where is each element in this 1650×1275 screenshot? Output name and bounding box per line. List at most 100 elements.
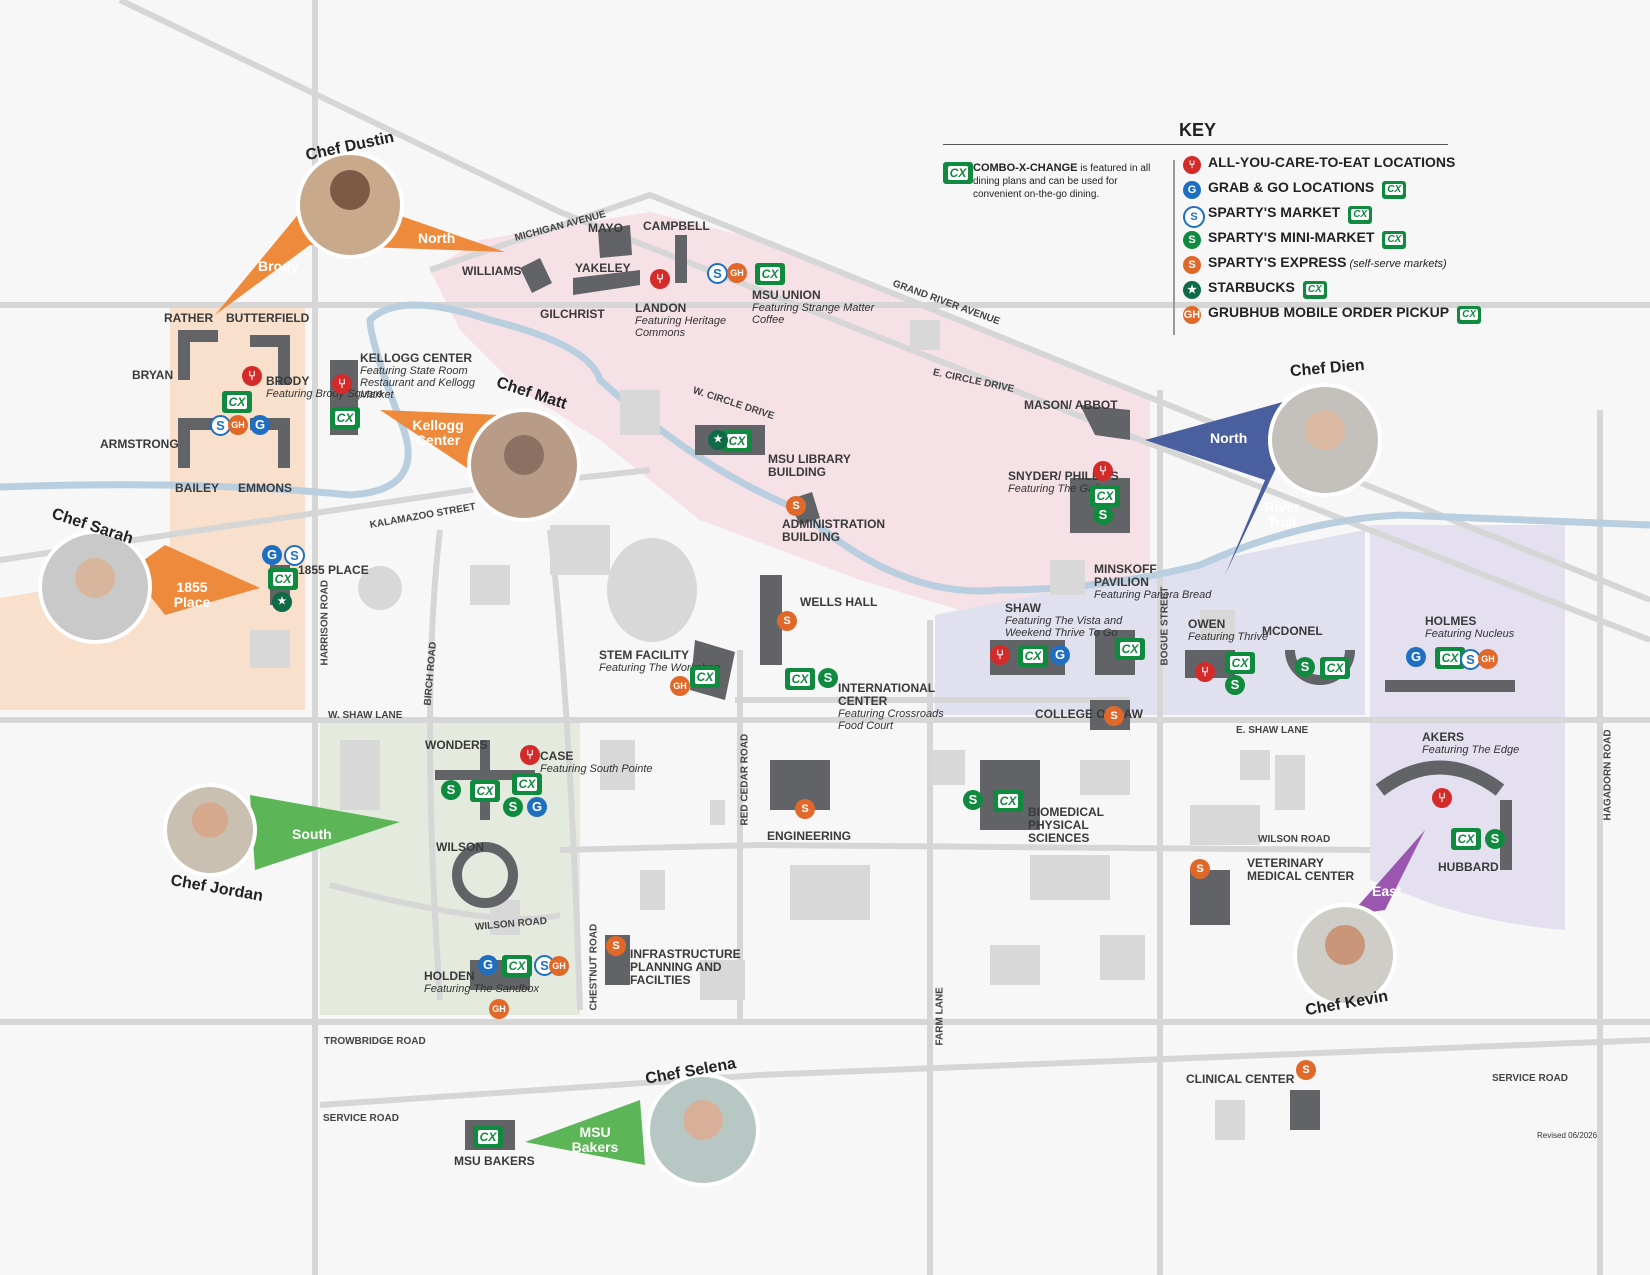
grubhub-icon: GH xyxy=(670,676,690,696)
road-label: BOGUE STREET xyxy=(1159,586,1171,666)
building-name: RATHER xyxy=(164,311,214,325)
building-place1855: 1855 PLACE xyxy=(298,564,369,577)
building-name: CLINICAL CENTER xyxy=(1186,1072,1295,1086)
starbucks-icon: ★ xyxy=(708,430,728,450)
spartys-express-icon: S xyxy=(1183,256,1201,274)
building-name: VETERINARY MEDICAL CENTER xyxy=(1247,856,1355,883)
building-name: BUTTERFIELD xyxy=(226,311,310,325)
combo-x-change-icon: CX xyxy=(222,391,252,413)
grubhub-icon: GH xyxy=(1478,649,1498,669)
road-label: WILSON ROAD xyxy=(1258,834,1331,845)
combo-x-change-note: COMBO-X-CHANGE is featured in all dining… xyxy=(973,162,1151,200)
chef-area-label: Brody xyxy=(258,258,299,274)
building-butterfield: BUTTERFIELD xyxy=(226,312,309,325)
building-armstrong: ARMSTRONG xyxy=(100,438,179,451)
spartys-express-icon: S xyxy=(795,799,815,819)
building-name: 1855 PLACE xyxy=(298,563,369,577)
chef-area-label: River Trail xyxy=(1264,499,1300,530)
spartys-market-icon: S xyxy=(707,263,728,284)
building-rather: RATHER xyxy=(164,312,213,325)
east-zone xyxy=(1370,525,1565,930)
building-biomedical: BIOMEDICAL PHYSICAL SCIENCES xyxy=(1028,806,1148,845)
combo-x-change-icon: CX xyxy=(1090,485,1120,507)
spartys-mini-market-icon: S xyxy=(1485,829,1505,849)
building-name: BRYAN xyxy=(132,368,174,382)
building-campbell: CAMPBELL xyxy=(643,220,710,233)
building-name: HUBBARD xyxy=(1438,860,1499,874)
building-name: BRODY xyxy=(266,374,310,388)
building-name: MASON/ ABBOT xyxy=(1024,398,1118,412)
fork-knife-icon: ⑂ xyxy=(650,269,670,289)
grab-go-icon: G xyxy=(262,545,282,565)
road-label: FARM LANE xyxy=(934,987,946,1046)
spartys-mini-market-icon: S xyxy=(1093,505,1113,525)
building-bryan: BRYAN xyxy=(132,369,173,382)
combo-x-change-icon: CX xyxy=(1435,647,1465,669)
building-feature: Featuring Nucleus xyxy=(1425,628,1515,640)
building-feature: Featuring The Edge xyxy=(1422,744,1520,756)
spartys-mini-market-icon: S xyxy=(963,790,983,810)
building-name: MCDONEL xyxy=(1262,624,1323,638)
building-name: WILLIAMS xyxy=(462,264,522,278)
chef-area-label: Kellogg Center xyxy=(412,417,464,448)
building-feature: Featuring Panera Bread xyxy=(1094,589,1212,601)
building-yakeley: YAKELEY xyxy=(575,262,631,275)
grubhub-icon: GH xyxy=(727,263,747,283)
building-name: GILCHRIST xyxy=(540,307,605,321)
grab-go-icon: G xyxy=(1406,647,1426,667)
grab-go-icon: G xyxy=(250,415,270,435)
grubhub-icon: GH xyxy=(489,999,509,1019)
road-label: SERVICE ROAD xyxy=(1492,1073,1568,1084)
building-name: HOLDEN xyxy=(424,969,475,983)
building-name: EMMONS xyxy=(238,481,292,495)
building-name: MINSKOFF PAVILION xyxy=(1094,562,1157,589)
fork-knife-icon: ⑂ xyxy=(332,374,352,394)
fork-knife-icon: ⑂ xyxy=(1195,662,1215,682)
red-cedar-river xyxy=(0,301,1650,595)
spartys-express-icon: S xyxy=(777,611,797,631)
building-feature: Featuring Crossroads Food Court xyxy=(838,708,944,732)
fork-knife-icon: ⑂ xyxy=(1093,461,1113,481)
key-item-label: SPARTY'S EXPRESS (self-serve markets) xyxy=(1208,254,1447,270)
building-feature: Featuring The Sandbox xyxy=(424,983,539,995)
combo-x-change-icon: CX xyxy=(1320,657,1350,679)
combo-x-change-icon: CX xyxy=(473,1126,503,1148)
key-divider xyxy=(943,144,1448,145)
building-law: COLLEGE OF LAW xyxy=(1035,708,1143,721)
building-name: OWEN xyxy=(1188,617,1226,631)
combo-x-change-icon: CX xyxy=(993,790,1023,812)
combo-x-change-icon: CX xyxy=(785,668,815,690)
combo-x-change-icon: CX xyxy=(755,263,785,285)
combo-x-change-icon: CX xyxy=(690,666,720,688)
chef-area-label: MSU Bakers xyxy=(571,1124,619,1155)
combo-x-change-icon: CX xyxy=(1302,281,1327,299)
building-feature: Featuring Strange Matter Coffee xyxy=(752,302,875,326)
building-gilchrist: GILCHRIST xyxy=(540,308,605,321)
building-name: INTERNATIONAL CENTER xyxy=(838,681,935,708)
building-infra: INFRASTRUCTURE PLANNING AND FACILTIES xyxy=(630,948,750,987)
building-name: WONDERS xyxy=(425,738,488,752)
building-admin: ADMINISTRATION BUILDING xyxy=(782,518,902,544)
building-name: SHAW xyxy=(1005,601,1041,615)
road-label: HARRISON ROAD xyxy=(319,579,331,666)
building-name: ARMSTRONG xyxy=(100,437,179,451)
building-name: AKERS xyxy=(1422,730,1465,744)
key-title: KEY xyxy=(1179,120,1217,140)
chef-area-label: South xyxy=(292,826,332,842)
building-name: CASE xyxy=(540,749,574,763)
spartys-mini-market-icon: S xyxy=(1183,231,1201,249)
road-label: HAGADORN ROAD xyxy=(1602,729,1614,821)
building-bailey: BAILEY xyxy=(175,482,219,495)
chef-area-label: 1855 Place xyxy=(173,579,211,610)
